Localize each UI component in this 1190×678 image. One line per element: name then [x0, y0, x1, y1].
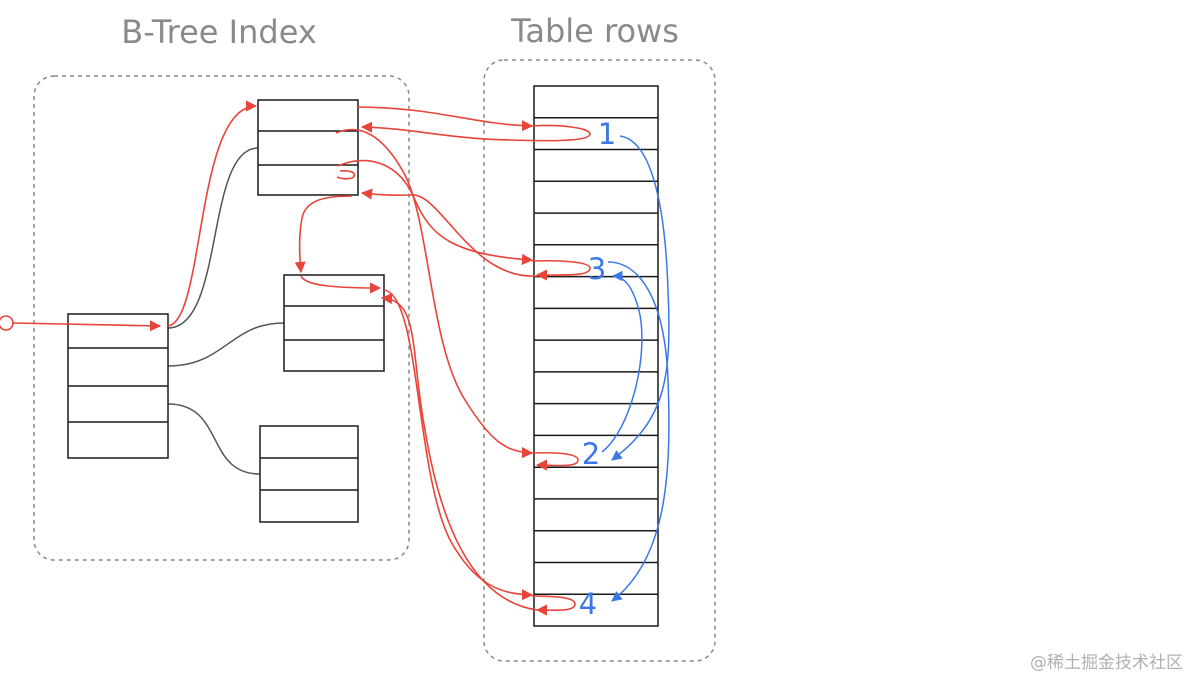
- btree-index-title: B-Tree Index: [121, 13, 317, 51]
- table-rows-title: Table rows: [510, 12, 679, 50]
- link-root-to-node-bottom: [167, 403, 261, 475]
- btree-node-middle: [283, 274, 385, 372]
- btree-node-top: [257, 99, 359, 196]
- arrow-2-to-3: [601, 270, 643, 453]
- arrow-row-3-back: [360, 188, 538, 277]
- start-point: [0, 315, 14, 331]
- arrow-1-to-2: [611, 135, 670, 461]
- arrow-to-row-4: [383, 289, 534, 601]
- row-label-3: 3: [588, 252, 606, 286]
- link-root-to-node-top: [167, 147, 259, 329]
- arrow-row-4-loop: [531, 595, 576, 616]
- arrow-start-to-root: [12, 320, 162, 332]
- arrow-3-to-4: [607, 261, 670, 602]
- watermark-text: @稀土掘金技术社区: [1030, 653, 1183, 673]
- arrow-row-4-back: [380, 292, 538, 611]
- row-order-path: [601, 135, 670, 602]
- arrow-row-3-loop: [531, 259, 591, 281]
- row-label-2: 2: [582, 437, 600, 471]
- index-lookup-path: [0, 100, 591, 616]
- arrow-row-2-loop: [531, 451, 579, 471]
- row-label-4: 4: [579, 587, 597, 621]
- arrow-to-row-1: [357, 106, 534, 132]
- link-root-to-node-middle: [167, 322, 285, 367]
- arrow-to-row-3: [337, 159, 534, 265]
- arrow-top-to-middle-node: [300, 170, 356, 272]
- tree-links: [167, 147, 285, 475]
- row-label-1: 1: [598, 117, 616, 151]
- table-rows: [533, 85, 659, 627]
- btree-index-container: [33, 75, 410, 561]
- arrow-into-middle-node: [300, 275, 382, 294]
- arrow-root-to-top-node: [167, 100, 258, 327]
- arrow-to-row-2: [335, 128, 534, 459]
- btree-root-node: [67, 313, 169, 459]
- arrow-row-1-back: [360, 121, 591, 142]
- btree-node-bottom: [259, 425, 359, 523]
